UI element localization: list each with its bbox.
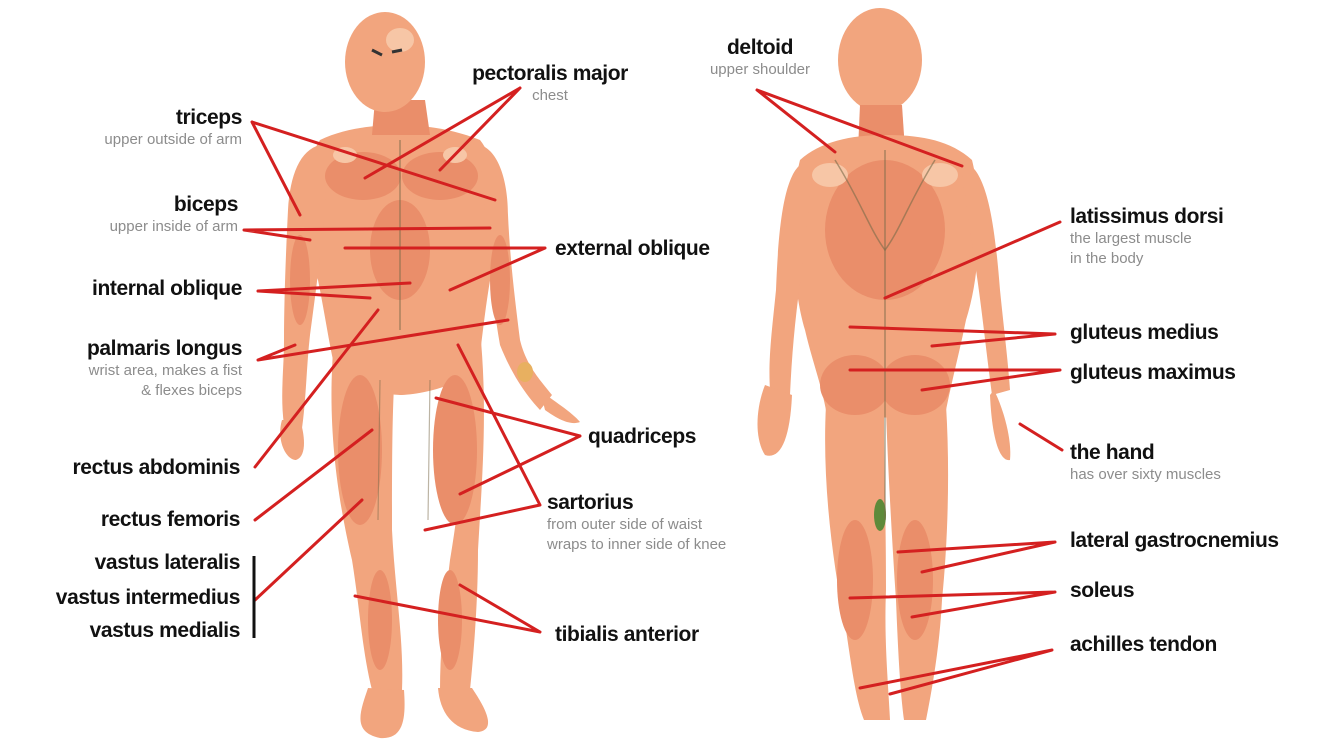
pectoralis-major-name: pectoralis major (452, 62, 648, 86)
sartorius-desc-1: from outer side of waist (547, 515, 726, 535)
label-vastus-medialis: vastus medialis (90, 619, 240, 643)
label-vastus-lateralis: vastus lateralis (95, 551, 240, 575)
lateral-gastrocnemius-name: lateral gastrocnemius (1070, 529, 1279, 553)
deltoid-desc: upper shoulder (690, 60, 830, 80)
label-triceps: triceps upper outside of arm (104, 106, 242, 150)
deltoid-name: deltoid (690, 36, 830, 60)
pectoralis-major-desc: chest (452, 86, 648, 106)
label-gluteus-maximus: gluteus maximus (1070, 361, 1236, 385)
quadriceps-name: quadriceps (588, 425, 696, 449)
palmaris-longus-name: palmaris longus (87, 337, 242, 361)
label-biceps: biceps upper inside of arm (110, 193, 238, 237)
leader-achilles-tendon (860, 650, 1052, 694)
leader-the-hand (1020, 424, 1062, 450)
palmaris-longus-desc-2: & flexes biceps (87, 381, 242, 401)
vastus-medialis-name: vastus medialis (90, 619, 240, 643)
label-quadriceps: quadriceps (588, 425, 696, 449)
the-hand-desc: has over sixty muscles (1070, 465, 1221, 485)
soleus-name: soleus (1070, 579, 1134, 603)
back-body-figure (758, 8, 1011, 720)
label-soleus: soleus (1070, 579, 1134, 603)
label-the-hand: the hand has over sixty muscles (1070, 441, 1221, 485)
rectus-femoris-name: rectus femoris (101, 508, 240, 532)
vastus-lateralis-name: vastus lateralis (95, 551, 240, 575)
vastus-intermedius-name: vastus intermedius (56, 586, 240, 610)
label-external-oblique: external oblique (555, 237, 710, 261)
label-deltoid: deltoid upper shoulder (690, 36, 830, 80)
triceps-desc: upper outside of arm (104, 130, 242, 150)
label-gluteus-medius: gluteus medius (1070, 321, 1218, 345)
internal-oblique-name: internal oblique (92, 277, 242, 301)
palmaris-longus-desc-1: wrist area, makes a fist (87, 361, 242, 381)
latissimus-dorsi-desc-2: in the body (1070, 249, 1224, 269)
label-tibialis-anterior: tibialis anterior (555, 623, 699, 647)
label-rectus-abdominis: rectus abdominis (73, 456, 240, 480)
leader-vastus (255, 500, 362, 600)
latissimus-dorsi-name: latissimus dorsi (1070, 205, 1224, 229)
triceps-name: triceps (104, 106, 242, 130)
rectus-abdominis-name: rectus abdominis (73, 456, 240, 480)
achilles-tendon-name: achilles tendon (1070, 633, 1217, 657)
label-latissimus-dorsi: latissimus dorsi the largest muscle in t… (1070, 205, 1224, 269)
external-oblique-name: external oblique (555, 237, 710, 261)
gluteus-medius-name: gluteus medius (1070, 321, 1218, 345)
tibialis-anterior-name: tibialis anterior (555, 623, 699, 647)
label-palmaris-longus: palmaris longus wrist area, makes a fist… (87, 337, 242, 401)
label-vastus-intermedius: vastus intermedius (56, 586, 240, 610)
biceps-desc: upper inside of arm (110, 217, 238, 237)
biceps-name: biceps (110, 193, 238, 217)
label-sartorius: sartorius from outer side of waist wraps… (547, 491, 726, 555)
label-rectus-femoris: rectus femoris (101, 508, 240, 532)
label-achilles-tendon: achilles tendon (1070, 633, 1217, 657)
label-lateral-gastrocnemius: lateral gastrocnemius (1070, 529, 1279, 553)
label-internal-oblique: internal oblique (92, 277, 242, 301)
latissimus-dorsi-desc-1: the largest muscle (1070, 229, 1224, 249)
the-hand-name: the hand (1070, 441, 1221, 465)
sartorius-name: sartorius (547, 491, 726, 515)
sartorius-desc-2: wraps to inner side of knee (547, 535, 726, 555)
label-pectoralis-major: pectoralis major chest (452, 62, 648, 106)
gluteus-maximus-name: gluteus maximus (1070, 361, 1236, 385)
